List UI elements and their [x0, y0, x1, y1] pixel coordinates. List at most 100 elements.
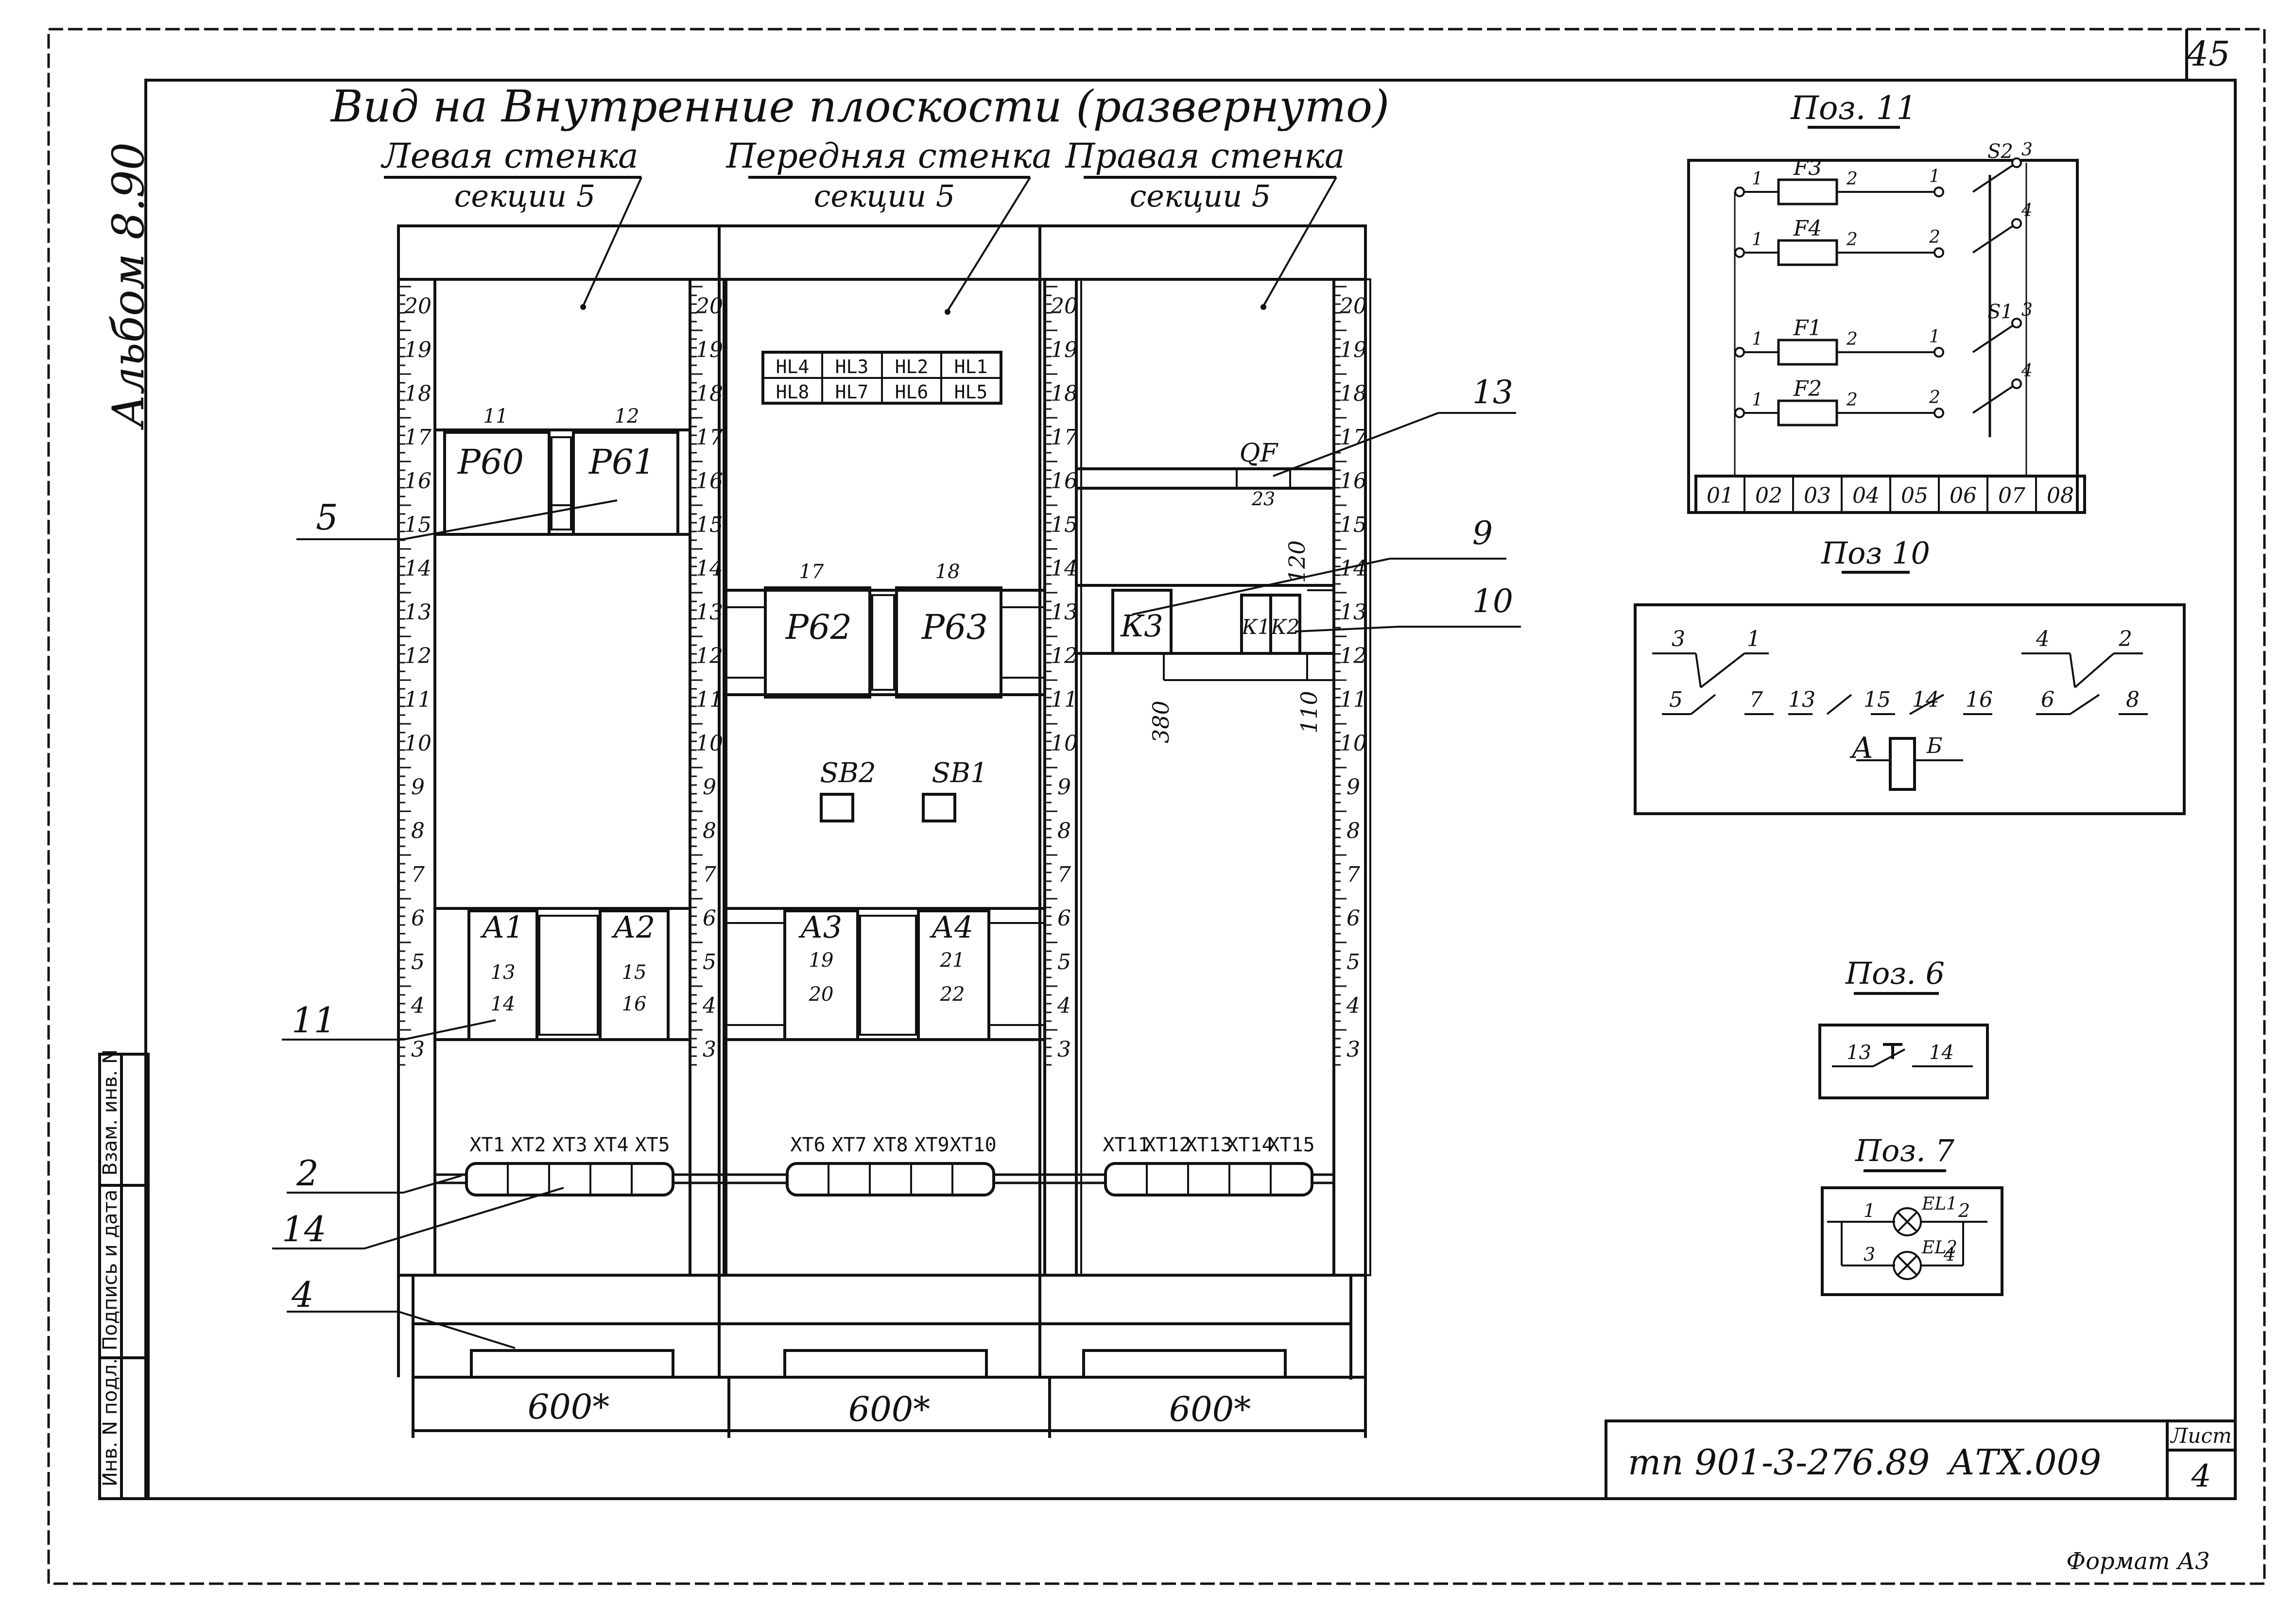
pos10-top-1: 1: [1747, 627, 1761, 651]
relay-k2: К2: [1270, 615, 1299, 639]
dim-120: 120: [1284, 540, 1310, 583]
pin-label: 1: [1752, 169, 1763, 189]
ruler-number: 5: [703, 950, 716, 974]
lamp-label: HL4: [776, 356, 810, 377]
button-sb1-label: SB1: [932, 757, 987, 789]
ruler-number: 4: [1346, 993, 1360, 1018]
ruler-number: 12: [404, 644, 432, 668]
contact-point: [2011, 318, 2022, 328]
list-number: 4: [2191, 1458, 2211, 1494]
tag-16: 16: [622, 993, 647, 1015]
pos10-contact-7: 7: [1749, 687, 1763, 712]
button-sb2-label: SB2: [820, 757, 876, 789]
callout-13: 13: [1472, 374, 1513, 411]
pin-label: 2: [1929, 227, 1940, 247]
pin-label: 1: [1752, 329, 1763, 349]
ruler-number: 16: [1340, 469, 1367, 494]
album-label: Альбом 8.90: [103, 142, 154, 430]
tag-11: 11: [483, 405, 508, 427]
terminal-label: XT2: [511, 1134, 546, 1156]
ruler-number: 16: [1051, 469, 1078, 494]
pos7-el1: EL1: [1921, 1194, 1957, 1214]
relay-k1: К1: [1241, 615, 1270, 639]
ruler-number: 17: [404, 425, 432, 450]
ruler-number: 20: [1050, 294, 1078, 319]
module-a1: А1: [480, 909, 524, 945]
terminal-label: XT1: [469, 1134, 504, 1156]
ruler-number: 15: [696, 513, 723, 537]
lamp-label: HL3: [835, 356, 869, 377]
terminal-label: XT14: [1226, 1134, 1273, 1156]
ruler-number: 9: [1347, 775, 1360, 800]
pos10-contact-8: 8: [2126, 687, 2140, 712]
terminal-label: 07: [1998, 483, 2025, 508]
ruler-number: 6: [1057, 906, 1071, 931]
pos10-top-4: 4: [2036, 627, 2050, 651]
ruler-number: 5: [411, 950, 425, 974]
lamp-label: HL7: [835, 381, 869, 403]
ruler-number: 6: [411, 906, 425, 931]
relay-p60: Р60: [457, 442, 524, 482]
pos10-symbols: [1652, 652, 2148, 791]
ruler-number: 9: [703, 775, 716, 800]
pin-label: 2: [1846, 169, 1858, 189]
ruler-number: 3: [1347, 1037, 1360, 1062]
callout-2: 2: [296, 1153, 319, 1194]
fuse-icon: [1777, 399, 1838, 427]
contact-point: [1734, 408, 1745, 418]
relay-p62: Р62: [785, 607, 852, 647]
callout-10: 10: [1472, 582, 1513, 620]
callout-14: 14: [282, 1209, 327, 1249]
pin-label: 2: [1846, 390, 1858, 410]
left-relay-block: [433, 428, 691, 536]
tag-14: 14: [491, 993, 516, 1015]
pos6-right: 14: [1929, 1042, 1954, 1064]
ruler-number: 20: [404, 294, 432, 319]
relay-k3: К3: [1120, 608, 1163, 644]
ruler-number: 9: [1057, 775, 1071, 800]
left-wall-section: секции 5: [454, 178, 596, 214]
ruler-number: 12: [1051, 644, 1078, 668]
lamp-label: HL2: [895, 356, 929, 377]
pin-label: 3: [2021, 140, 2033, 160]
pos10-title: Поз 10: [1821, 535, 1930, 571]
front-module-block: [723, 907, 1046, 1041]
contact-point: [1734, 247, 1745, 258]
ruler-number: 7: [411, 862, 425, 887]
terminal-label: XT13: [1185, 1134, 1232, 1156]
pin-label: 1: [1752, 230, 1763, 250]
dim-110: 110: [1296, 691, 1322, 734]
pos6-left: 13: [1847, 1042, 1871, 1064]
tag-17: 17: [799, 561, 824, 583]
ruler-number: 10: [404, 731, 432, 756]
ruler-number: 5: [1347, 950, 1360, 974]
fuse-label: F4: [1793, 216, 1822, 241]
view-title: Вид на Внутренние плоскости (развернуто): [330, 81, 1390, 132]
designation: тп 901-3-276.89: [1628, 1442, 1930, 1483]
module-a2: А2: [611, 909, 655, 945]
lamp-label: HL6: [895, 381, 929, 403]
ruler-number: 13: [1340, 600, 1367, 625]
ruler-number: 8: [411, 819, 425, 843]
stamp-field-inventory: Инв. N подл.: [99, 1358, 121, 1487]
pos11-circuit: F31213S2F41224F11213S1F21224: [1734, 140, 2033, 476]
ruler-number: 5: [1057, 950, 1071, 974]
ruler-number: 18: [1051, 381, 1078, 406]
pin-label: 2: [1929, 388, 1940, 408]
pos7-title: Поз. 7: [1855, 1133, 1955, 1168]
pin-label: 1: [1752, 390, 1763, 410]
contact-point: [1933, 408, 1944, 418]
front-wall-title: Передняя стенка: [725, 136, 1053, 176]
ruler-number: 7: [1057, 862, 1071, 887]
switch-blade: [1972, 322, 2018, 353]
pos7-n2: 2: [1958, 1200, 1970, 1221]
terminal-label: XT15: [1268, 1134, 1314, 1156]
callout-leaders: [272, 412, 1521, 1349]
document-code: АТХ.009: [1946, 1442, 2101, 1483]
ruler-number: 13: [696, 600, 723, 625]
rulers: 2019181716151413121110987654320191817161…: [397, 278, 1371, 1276]
